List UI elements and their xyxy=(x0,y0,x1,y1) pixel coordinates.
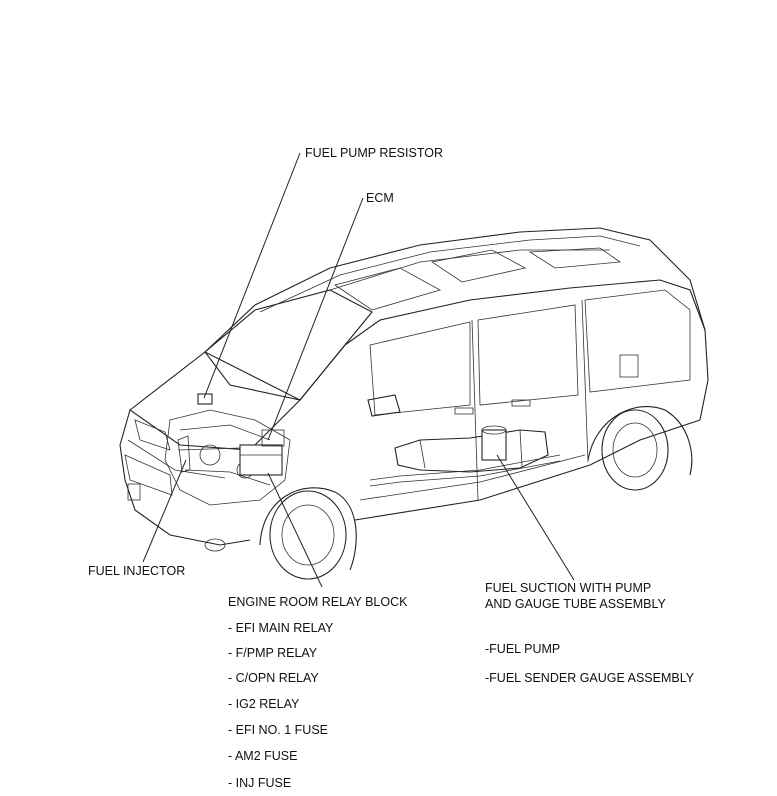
label-fuel-injector: FUEL INJECTOR xyxy=(88,564,186,578)
rear-wheel xyxy=(587,406,693,491)
van-body xyxy=(119,227,709,552)
leader-fuel-injector xyxy=(142,459,187,563)
leader-fuel-pump-resistor xyxy=(203,152,301,399)
leader-fuel-suction xyxy=(496,454,575,581)
fuel-suction-item: -FUEL SENDER GAUGE ASSEMBLY xyxy=(485,671,695,685)
engine-components xyxy=(164,393,291,506)
leader-relay-block xyxy=(267,472,323,588)
fuel-suction-item: -FUEL PUMP xyxy=(485,642,561,656)
label-fuel-pump-resistor: FUEL PUMP RESISTOR xyxy=(305,146,443,160)
fuel-tank-assembly xyxy=(369,425,561,487)
label-relay-block-title: ENGINE ROOM RELAY BLOCK xyxy=(228,595,408,609)
leader-ecm xyxy=(267,197,364,441)
relay-item: - EFI MAIN RELAY xyxy=(228,621,334,635)
relay-item: - INJ FUSE xyxy=(228,776,292,790)
relay-item: - AM2 FUSE xyxy=(228,749,298,763)
leader-lines xyxy=(142,152,575,588)
front-wheel xyxy=(259,487,357,580)
label-ecm: ECM xyxy=(366,191,394,205)
relay-item: - EFI NO. 1 FUSE xyxy=(228,723,329,737)
relay-item: - F/PMP RELAY xyxy=(228,646,318,660)
label-fuel-suction-line1: FUEL SUCTION WITH PUMP xyxy=(485,581,652,595)
relay-item: - IG2 RELAY xyxy=(228,697,300,711)
relay-item: - C/OPN RELAY xyxy=(228,671,319,685)
label-fuel-suction-line2: AND GAUGE TUBE ASSEMBLY xyxy=(485,597,666,611)
